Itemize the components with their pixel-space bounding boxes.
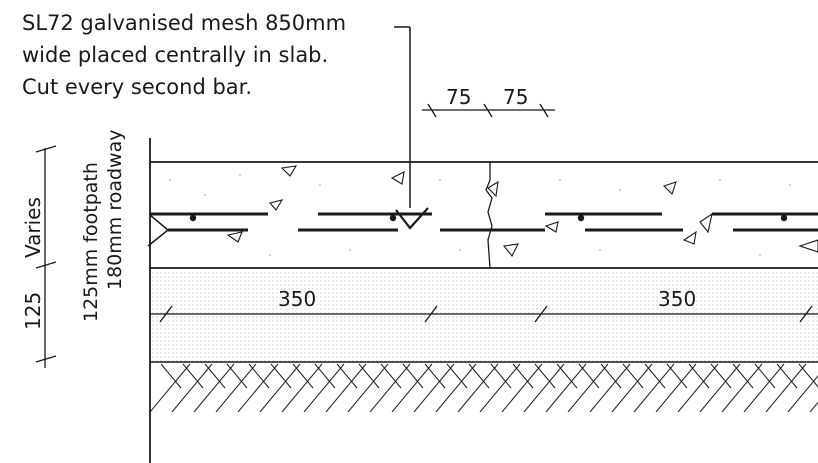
note-line-3: Cut every second bar. xyxy=(22,75,252,99)
dim-350-right: 350 xyxy=(658,287,696,311)
subbase-layer xyxy=(150,270,818,363)
note-line-1: SL72 galvanised mesh 850mm xyxy=(22,11,346,35)
natural-ground-hatch xyxy=(150,363,818,412)
dim-75-right: 75 xyxy=(503,85,528,109)
varies-label: Varies xyxy=(21,197,45,258)
roadway-label: 180mm roadway xyxy=(104,130,126,290)
note-line-2: wide placed centrally in slab. xyxy=(22,43,328,67)
dim-350-left: 350 xyxy=(278,287,316,311)
dim-75-left: 75 xyxy=(446,85,471,109)
leader-arrowhead xyxy=(395,207,429,230)
vertical-dimension xyxy=(35,145,57,368)
callout-leader xyxy=(394,26,411,208)
mesh-cross-bar-dots xyxy=(189,214,788,222)
mesh-callout-note: SL72 galvanised mesh 850mm wide placed c… xyxy=(22,11,346,99)
top-dimension xyxy=(422,103,555,118)
depth-125-label: 125 xyxy=(21,292,45,330)
footpath-label: 125mm footpath xyxy=(80,162,102,322)
subbase-dimension xyxy=(150,305,818,323)
